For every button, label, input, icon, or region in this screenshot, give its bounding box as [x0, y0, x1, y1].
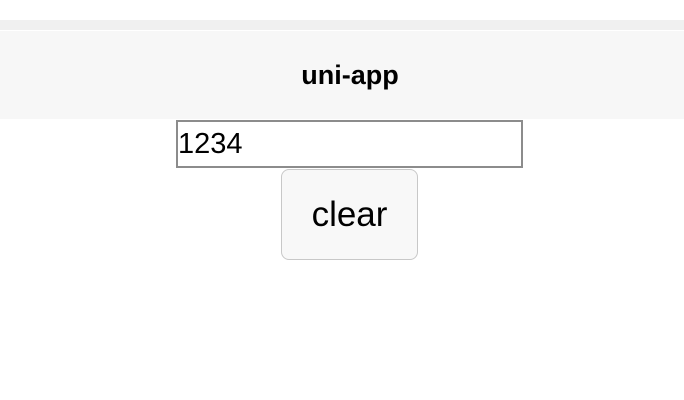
status-bar — [0, 0, 684, 30]
navigation-bar: uni-app — [0, 31, 684, 119]
text-input[interactable] — [176, 120, 523, 168]
clear-button[interactable]: clear — [281, 169, 418, 260]
page-title: uni-app — [301, 59, 399, 90]
